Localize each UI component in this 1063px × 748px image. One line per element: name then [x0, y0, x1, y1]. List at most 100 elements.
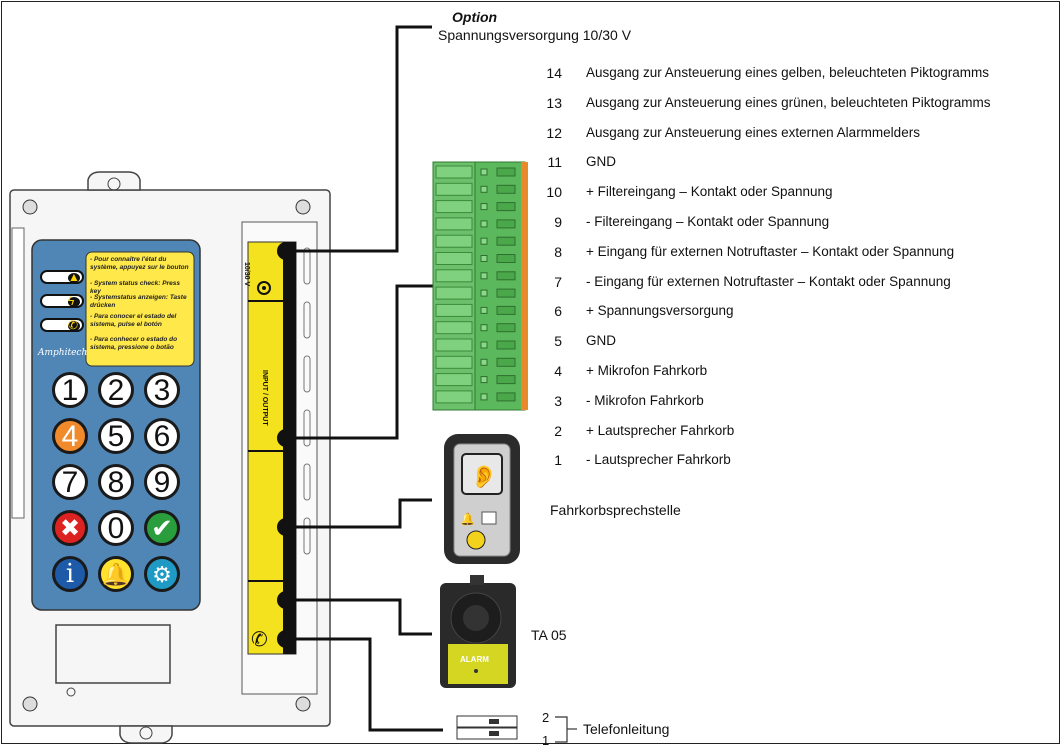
terminal-screw: [496, 254, 516, 263]
terminal-number: 10: [546, 184, 562, 201]
power-socket-icon: [257, 281, 271, 295]
terminal-slots: [435, 165, 516, 404]
terminal-label: + Lautsprecher Fahrkorb: [586, 422, 735, 438]
terminal-pin: [435, 373, 473, 387]
note-en: - System status check: Press key: [90, 280, 180, 295]
key-6[interactable]: 6: [144, 418, 180, 454]
terminal-screw: [496, 392, 516, 402]
terminal-latch: [480, 393, 488, 401]
key-2[interactable]: 2: [98, 372, 134, 408]
terminal-pin: [435, 338, 473, 352]
terminal-latch: [480, 341, 488, 349]
key-7[interactable]: 7: [52, 464, 88, 500]
terminal-number: 14: [546, 65, 562, 81]
terminal-pin: [435, 286, 473, 300]
key-1[interactable]: 1: [52, 372, 88, 408]
terminal-block: [432, 161, 528, 411]
wire-cabin-unit: [286, 498, 432, 529]
wire-alarm-unit: [286, 598, 432, 636]
terminal-latch: [480, 255, 488, 262]
screw-icon: [22, 199, 38, 215]
terminal-label: GND: [586, 333, 616, 349]
terminal-label: - Filtereingang – Kontakt oder Spannung: [586, 214, 830, 229]
connection-dot: [277, 591, 295, 609]
terminal-label: Ausgang zur Ansteuerung eines externen A…: [586, 124, 920, 140]
key-3[interactable]: 3: [144, 372, 180, 408]
terminal-number: 12: [546, 124, 562, 141]
terminal-latch: [480, 220, 488, 228]
instruction-card: [85, 251, 195, 367]
terminal-screw: [496, 375, 516, 385]
phone-pin-1: 1: [542, 733, 550, 748]
status-indicator-1: [40, 270, 84, 284]
terminal-number: 4: [554, 363, 562, 379]
terminal-latch: [480, 185, 488, 193]
bell-key[interactable]: 🔔: [98, 556, 134, 592]
option-title: Option: [452, 9, 498, 25]
settings-key[interactable]: ⚙: [144, 556, 180, 592]
terminal-screw: [496, 305, 516, 315]
terminal-number: 8: [554, 243, 562, 260]
mount-hole-bottom: [139, 726, 153, 740]
terminal-label: + Spannungsversorgung: [586, 303, 734, 319]
mount-tab-bottom: [119, 725, 173, 744]
terminal-pin: [435, 217, 473, 231]
option-subtitle: Spannungsversorgung 10/30 V: [438, 27, 632, 43]
phone-line-label: Telefonleitung: [583, 721, 670, 737]
label-window: [55, 624, 171, 684]
screw-icon: [295, 199, 311, 215]
terminal-label: - Lautsprecher Fahrkorb: [586, 452, 731, 468]
key-5[interactable]: 5: [98, 418, 134, 454]
terminal-screw: [496, 184, 516, 194]
key-8[interactable]: 8: [98, 464, 134, 500]
terminal-screw: [496, 236, 516, 246]
terminal-pin: [435, 303, 473, 317]
confirm-key[interactable]: ✔: [144, 510, 180, 546]
svg-text:🔔: 🔔: [460, 512, 475, 526]
terminal-latch: [480, 376, 488, 384]
terminal-screw: [496, 219, 516, 229]
terminal-latch: [480, 358, 488, 366]
cancel-key[interactable]: ✖: [52, 510, 88, 546]
cabin-unit-label: Fahrkorbsprechstelle: [550, 502, 681, 518]
key-0[interactable]: 0: [98, 510, 134, 546]
cabin-unit-device: 👂 🔔: [444, 434, 520, 564]
terminal-strip-edge: [283, 242, 296, 654]
alarm-unit-badge: ALARM: [460, 655, 489, 664]
terminal-number: 5: [554, 333, 562, 350]
terminal-latch: [480, 289, 488, 297]
terminal-number: 13: [546, 94, 562, 111]
wire-terminal-block: [286, 284, 433, 440]
terminal-latch: [480, 324, 488, 332]
terminal-label: + Mikrofon Fahrkorb: [586, 363, 708, 378]
terminal-label: GND: [586, 154, 616, 170]
connection-dot: [277, 242, 295, 260]
note-de: - Systemstatus anzeigen: Taste drücken: [90, 294, 187, 309]
key-4[interactable]: 4: [52, 418, 88, 454]
screw-icon: [22, 696, 38, 712]
key-9[interactable]: 9: [144, 464, 180, 500]
terminal-pin: [435, 321, 473, 335]
terminal-screw: [496, 340, 516, 350]
wire-phone-line: [286, 637, 443, 732]
warning-icon: ▲: [68, 270, 80, 284]
terminal-screw: [496, 271, 516, 281]
terminal-label: Ausgang zur Ansteuerung eines gelben, be…: [586, 65, 990, 80]
connection-dot: [277, 630, 295, 648]
terminal-screw: [496, 323, 516, 333]
terminal-screw: [496, 202, 516, 212]
connection-dot: [277, 518, 295, 536]
terminal-number: 3: [554, 392, 562, 409]
terminal-number: 11: [547, 154, 562, 171]
io-tag: INPUT / OUTPUT: [261, 370, 268, 426]
terminal-pin: [435, 182, 473, 196]
alarm-unit-label: TA 05: [531, 627, 567, 643]
note-fr: - Pour connaître l'état du système, appu…: [90, 256, 189, 271]
side-hinge: [11, 227, 25, 519]
terminal-latch: [480, 306, 488, 314]
terminal-latch: [480, 203, 488, 211]
phone-pin-2: 2: [542, 710, 550, 725]
info-key[interactable]: i: [52, 556, 88, 592]
terminal-latch: [480, 272, 488, 280]
